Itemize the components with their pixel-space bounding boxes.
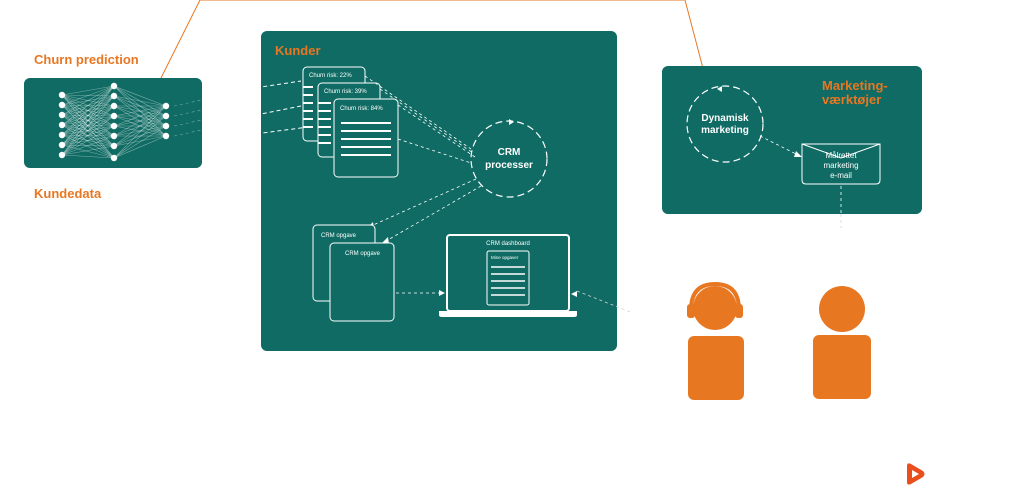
malrettet-email-envelope: Målrettet marketing e-mail bbox=[801, 143, 881, 185]
marketing-panel: Marketing- værktøjer Dynamisk marketing … bbox=[662, 66, 922, 214]
kunder-panel: Kunder Churn risk: 22% Churn risk: 39% C… bbox=[261, 31, 617, 351]
mine-opgaver-label: Mine opgaver bbox=[491, 255, 519, 260]
crm-task-1-label: CRM opgave bbox=[321, 233, 357, 239]
person-icon bbox=[813, 286, 871, 399]
churn-card-3-label: Churn risk: 84% bbox=[340, 106, 383, 112]
email-down-line bbox=[840, 214, 842, 228]
kunder-title: Kunder bbox=[275, 43, 321, 58]
crm-dashboard-laptop: CRM dashboard Mine opgaver bbox=[439, 234, 577, 317]
kunder-diagram: Churn risk: 22% Churn risk: 39% Churn ri… bbox=[261, 66, 577, 322]
crm-task-2: CRM opgave bbox=[329, 242, 395, 322]
headset-person-icon bbox=[687, 282, 744, 400]
dynamisk-marketing-node: Dynamisk marketing bbox=[686, 85, 764, 163]
email-label-3: e-mail bbox=[830, 171, 852, 180]
crm-task-2-label: CRM opgave bbox=[345, 251, 381, 257]
kundedata-label: Kundedata bbox=[34, 186, 102, 201]
marketing-title-1: Marketing- bbox=[822, 78, 888, 93]
brand-logo-icon bbox=[907, 463, 925, 485]
marketing-title-2: værktøjer bbox=[822, 92, 882, 107]
marketing-diagram: Dynamisk marketing Målrettet marketing e… bbox=[686, 85, 881, 214]
churn-card-2-label: Churn risk: 39% bbox=[324, 89, 367, 95]
crm-processer-label-1: CRM bbox=[498, 147, 521, 158]
churn-card-1-label: Churn risk: 22% bbox=[309, 73, 352, 79]
email-label-1: Målrettet bbox=[825, 151, 857, 160]
neural-network-graphic bbox=[58, 82, 203, 162]
dynamisk-label-2: marketing bbox=[701, 125, 749, 136]
churn-prediction-title: Churn prediction bbox=[34, 52, 139, 67]
dashboard-arrow-line bbox=[576, 290, 634, 314]
neural-network-panel bbox=[24, 78, 203, 168]
dynamisk-label-1: Dynamisk bbox=[701, 113, 749, 124]
crm-processer-node: CRM processer bbox=[470, 119, 548, 198]
crm-processer-label-2: processer bbox=[485, 160, 533, 171]
email-label-2: marketing bbox=[823, 161, 858, 170]
crm-dashboard-title: CRM dashboard bbox=[486, 241, 530, 247]
churn-card-3: Churn risk: 84% bbox=[333, 98, 399, 178]
